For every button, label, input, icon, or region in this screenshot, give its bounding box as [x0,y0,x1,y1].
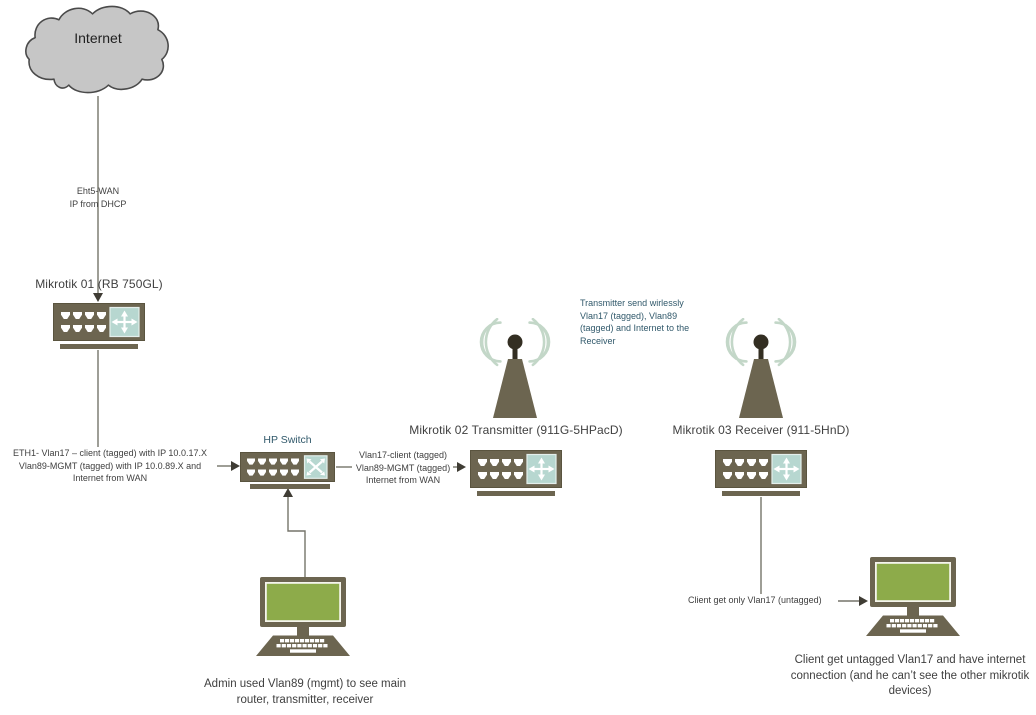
transmitter-label: Mikrotik 02 Transmitter (911G-5HPacD) [409,423,623,437]
eth1-note: ETH1- Vlan17 – client (tagged) with IP 1… [13,448,207,483]
hp-switch-icon [240,452,335,482]
admin-caption: Admin used Vlan89 (mgmt) to see main rou… [204,678,406,706]
internet-label: Internet [74,30,122,46]
transmitter-router-icon [470,450,562,488]
wireless-note: Transmitter send wirlessly Vlan17 (tagge… [580,298,690,346]
admin-computer-icon [253,577,353,657]
internet-cloud-icon [25,5,169,94]
router1-label: Mikrotik 01 (RB 750GL) [35,277,163,291]
transmitter-shadow [477,491,555,496]
switch-label: HP Switch [263,434,312,446]
receiver-label: Mikrotik 03 Receiver (911-5HnD) [672,423,850,437]
client-computer-icon [863,557,963,637]
receiver-antenna-icon [716,318,806,418]
receiver-router-icon [715,450,807,488]
transmitter-antenna-icon [470,318,560,418]
router1-shadow [60,344,138,349]
trunk-note: Vlan17-client (tagged) Vlan89-MGMT (tagg… [355,450,451,485]
client-caption: Client get untagged Vlan17 and have inte… [790,654,1030,697]
receiver-shadow [722,491,800,496]
wan-link-label: Eht5-WAN IP from DHCP [69,186,127,209]
router1-icon [53,303,145,341]
client-link-label: Client get only Vlan17 (untagged) [688,594,838,607]
switch-shadow [250,484,330,489]
